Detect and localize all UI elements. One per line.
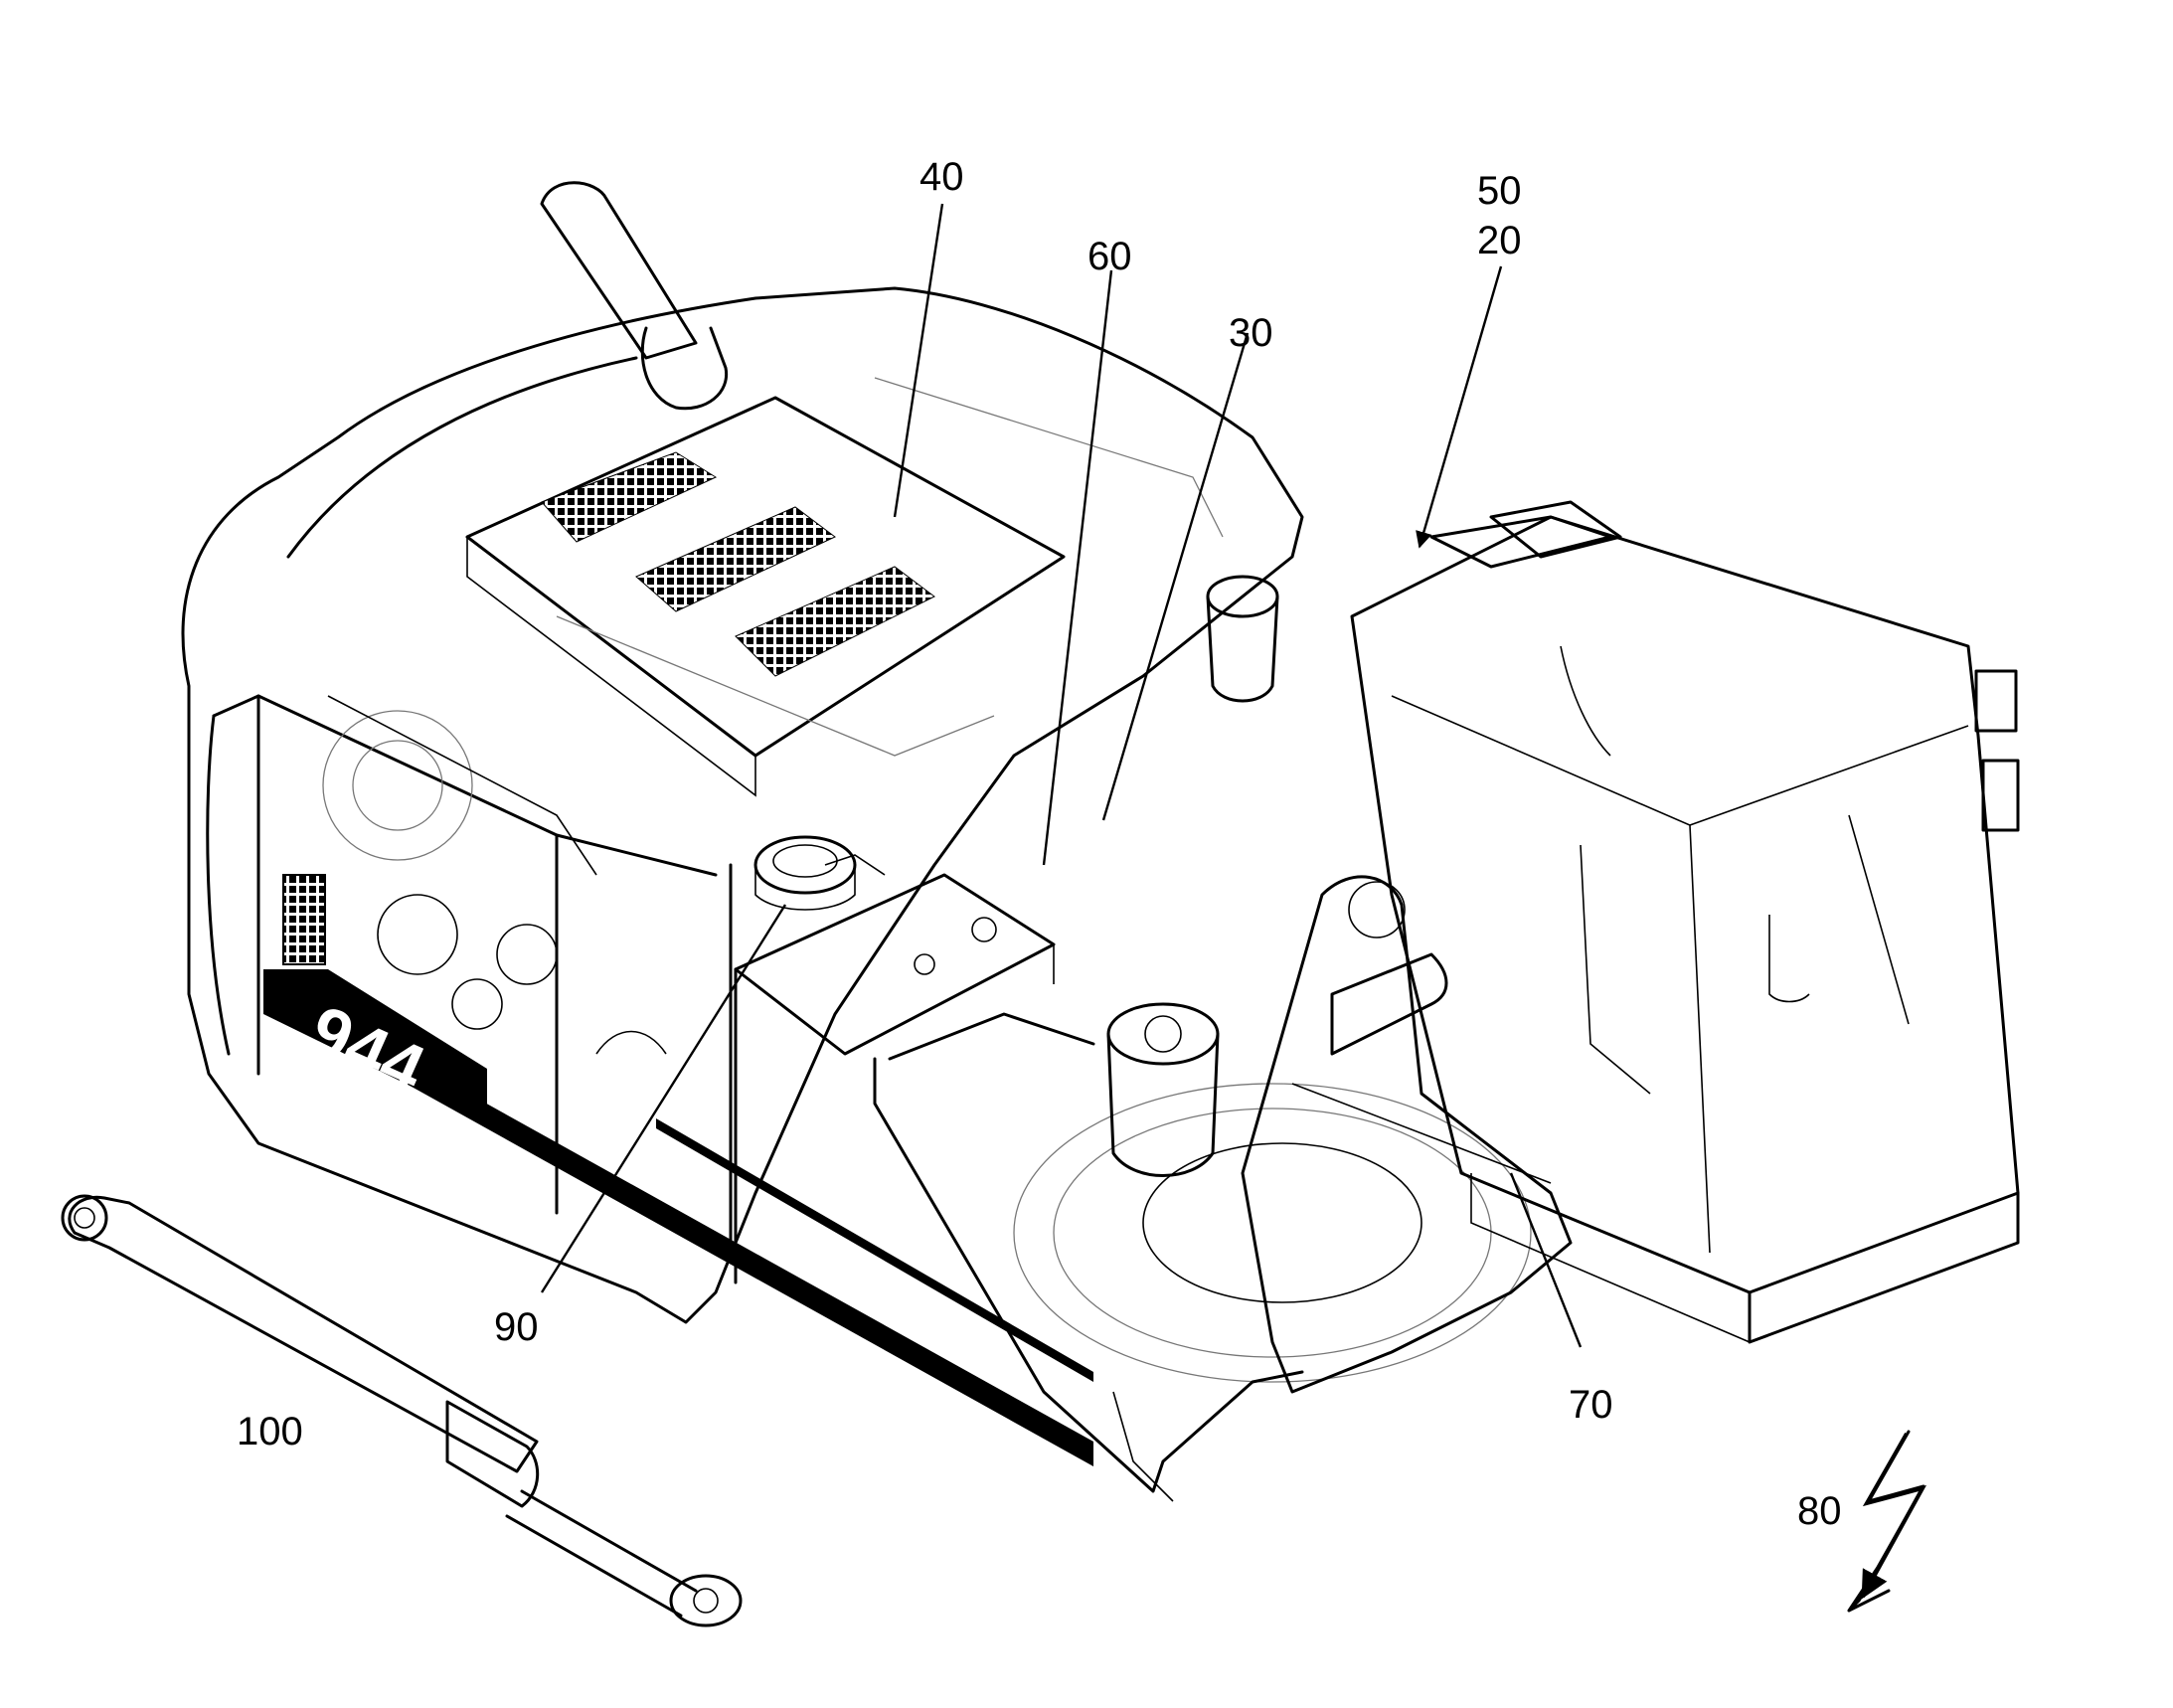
lightning-bolt-shape	[1861, 1433, 1927, 1600]
ref-label-60: 60	[1087, 235, 1132, 278]
ref-label-80: 80	[1797, 1489, 1842, 1533]
engine-cover	[465, 396, 1066, 797]
operator-cab	[1350, 500, 2020, 1344]
ref-label-50: 50	[1477, 169, 1522, 213]
housing-outline	[181, 286, 1304, 1324]
leader-lines	[540, 203, 1583, 1348]
ref-label-40: 40	[919, 155, 964, 199]
ref-label-20: 20	[1477, 219, 1522, 262]
filler-cap	[753, 835, 857, 911]
hydraulic-tank	[734, 873, 1056, 1284]
ref-label-100: 100	[237, 1410, 303, 1453]
ref-label-30: 30	[1229, 311, 1273, 355]
hydraulic-cylinder	[61, 1194, 743, 1627]
engine-internals	[322, 377, 1224, 1055]
swing-ring	[1013, 1083, 1532, 1383]
side-grille	[282, 874, 326, 965]
air-cleaner	[1206, 575, 1279, 703]
lightning-bolt-icon	[1847, 1430, 1925, 1613]
front-handrail	[873, 1012, 1304, 1502]
ref-label-90: 90	[494, 1305, 539, 1349]
ref-label-70: 70	[1569, 1383, 1613, 1427]
model-badge-panel	[263, 969, 487, 1123]
boom-mount-frame	[1241, 875, 1573, 1394]
swing-motor	[1106, 1002, 1220, 1177]
exhaust-pipe	[540, 181, 729, 411]
